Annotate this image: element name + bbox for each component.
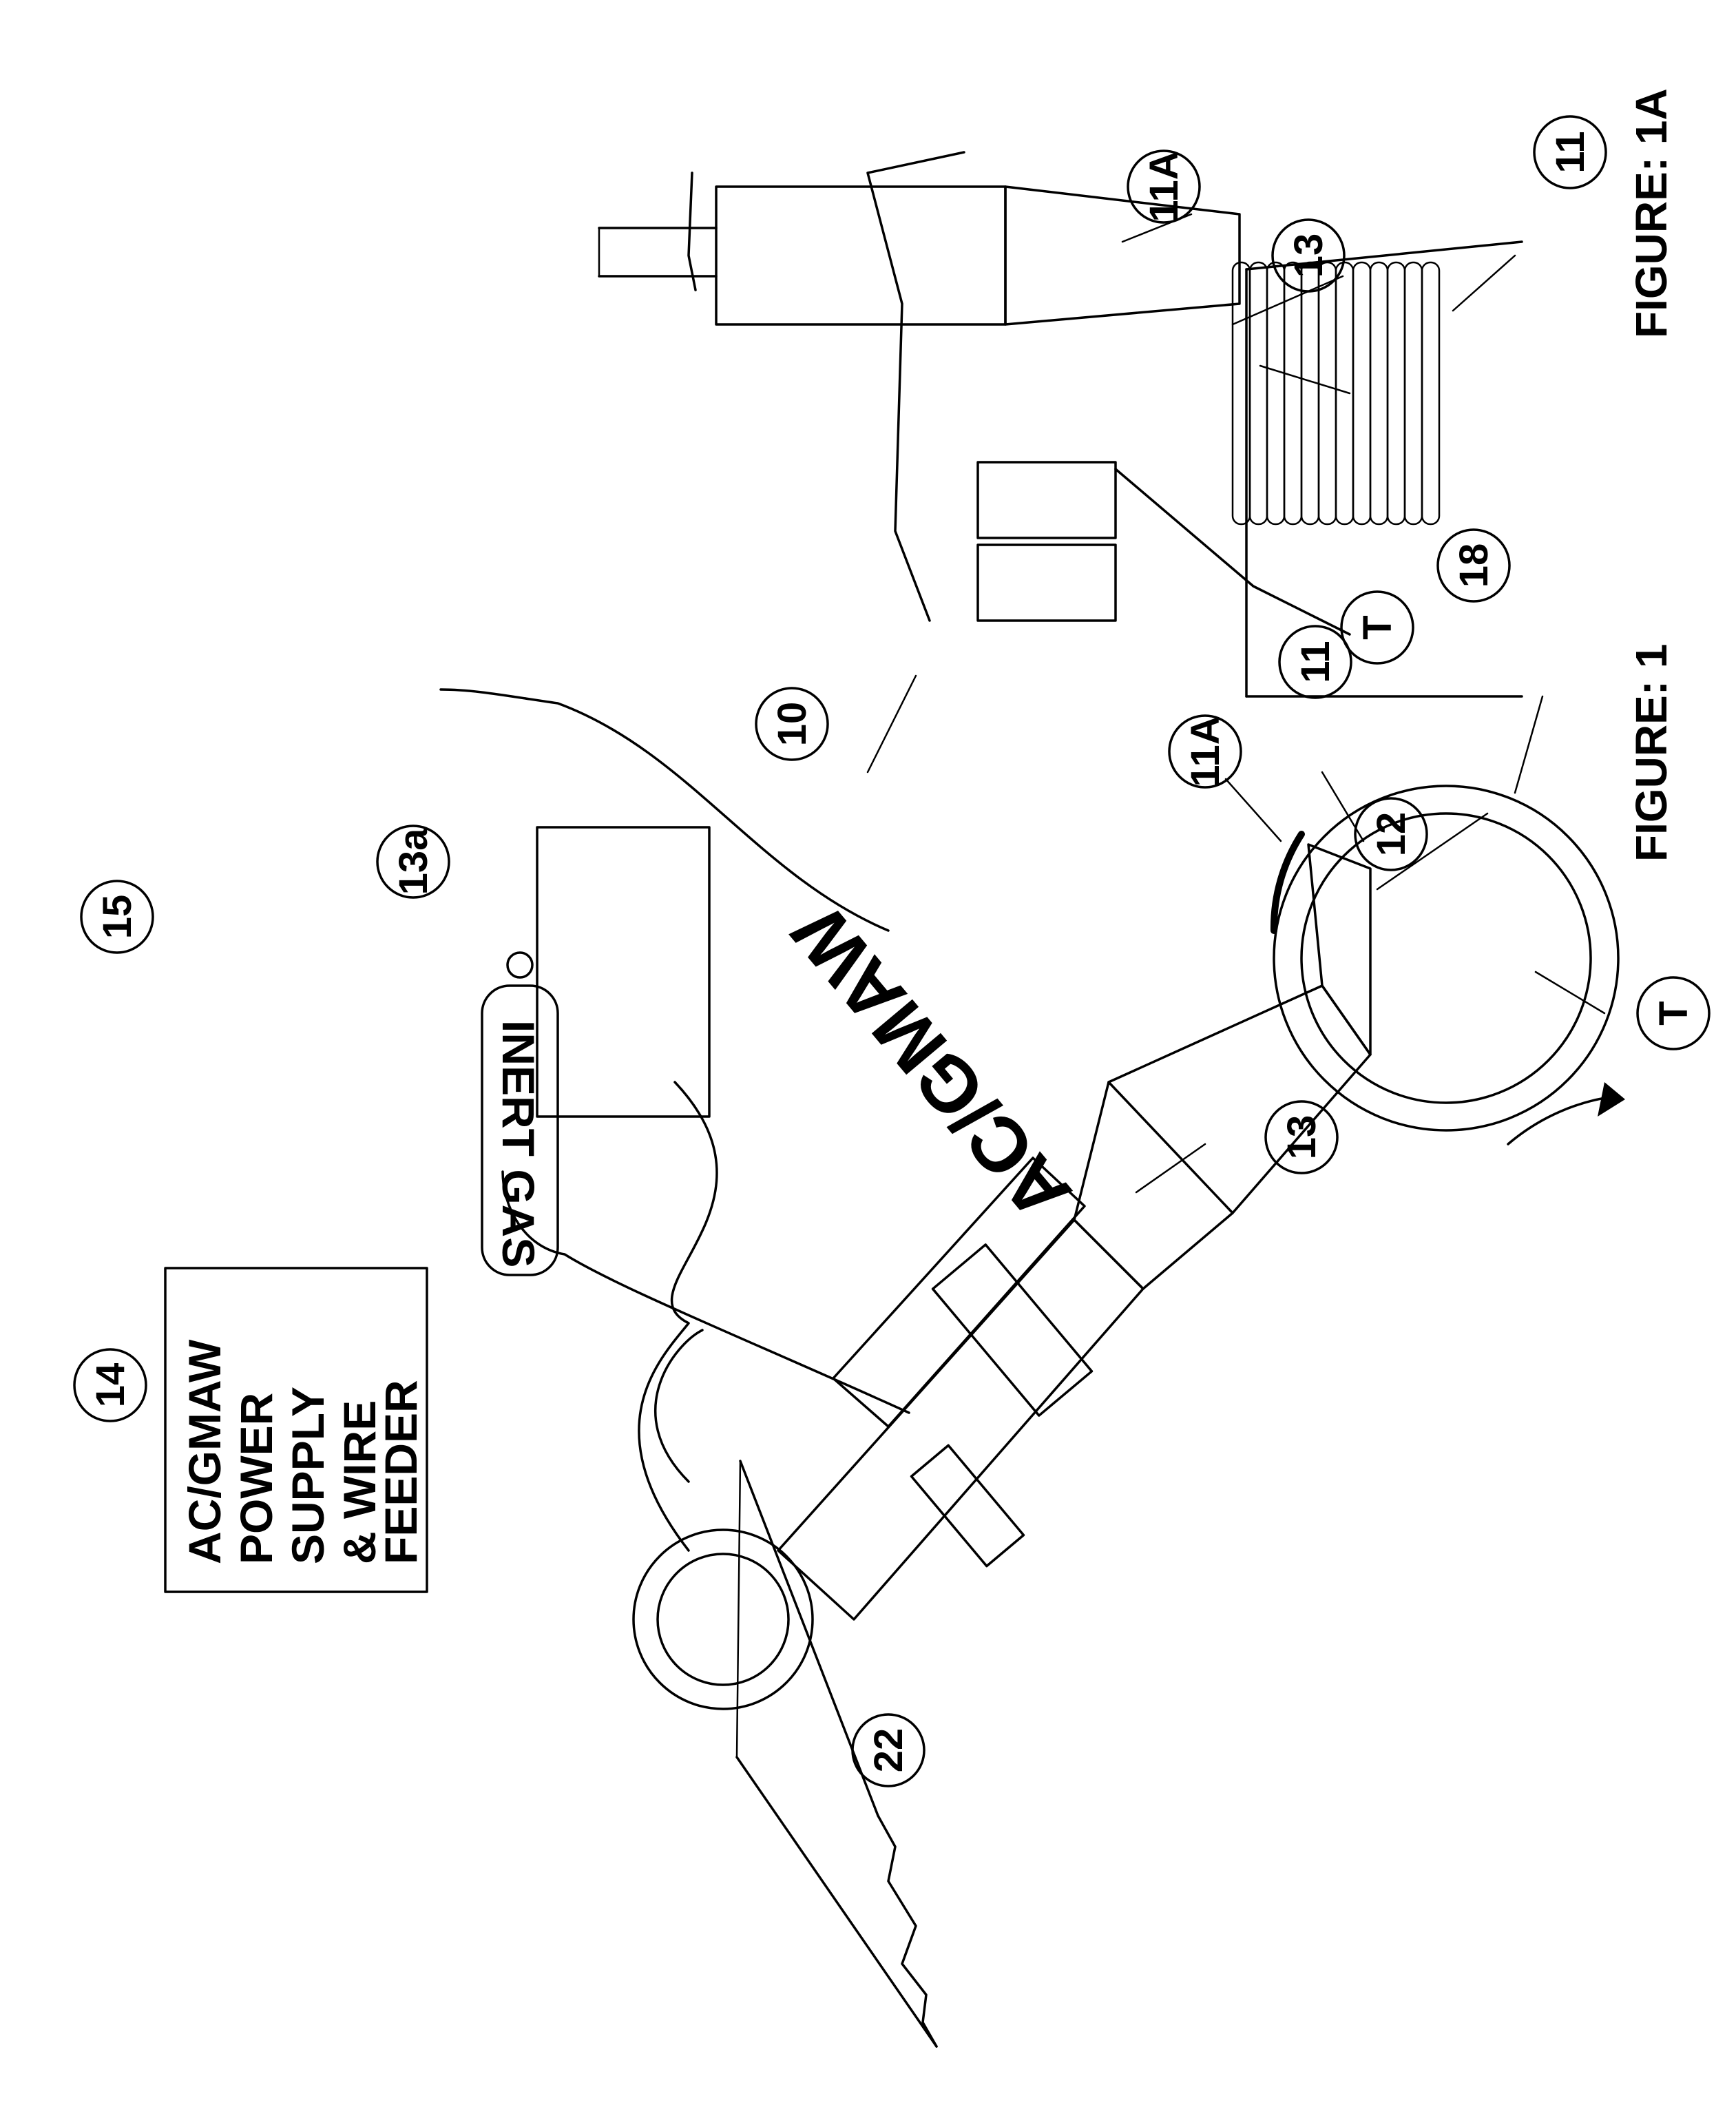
fig1a-weld-beads xyxy=(1233,262,1439,524)
arrow-head-icon xyxy=(1598,1082,1625,1117)
callout-12: 12 xyxy=(1355,798,1427,870)
callout-18: 18 xyxy=(1438,530,1509,601)
power-supply-line-2: POWER xyxy=(231,1393,282,1564)
rotated-drawing: AC/GMAW AC/GMAW POWER SUPPLY & WIRE FEED… xyxy=(74,88,1709,2046)
power-supply-line-1: AC/GMAW xyxy=(179,1339,230,1564)
svg-text:12: 12 xyxy=(1369,812,1414,857)
svg-text:11: 11 xyxy=(1548,131,1593,173)
fig1a-callout-11A: 11A xyxy=(1128,151,1200,222)
svg-text:T: T xyxy=(1355,615,1400,639)
figure-1a: 13 11A 11 T FIGURE: 1A xyxy=(599,88,1676,696)
fig1a-callout-13: 13 xyxy=(1273,220,1344,291)
welding-torch: AC/GMAW xyxy=(776,844,1370,1619)
callout-15: 15 xyxy=(81,881,153,953)
svg-text:13: 13 xyxy=(1286,234,1331,278)
figure-1: AC/GMAW AC/GMAW POWER SUPPLY & WIRE FEED… xyxy=(74,530,1709,2046)
svg-text:11A: 11A xyxy=(1142,151,1186,222)
svg-text:13a: 13a xyxy=(391,828,436,895)
fig1a-callout-11: 11 xyxy=(1534,116,1606,188)
controller-box-13a xyxy=(537,827,709,1117)
callout-T: T xyxy=(1638,977,1709,1049)
robot-joint-inner xyxy=(658,1554,788,1685)
svg-text:10: 10 xyxy=(770,702,815,747)
power-supply-line-5: FEEDER xyxy=(375,1380,426,1564)
callout-13a: 13a xyxy=(377,826,449,898)
svg-text:11: 11 xyxy=(1293,641,1338,683)
svg-text:13: 13 xyxy=(1279,1115,1324,1160)
svg-text:T: T xyxy=(1651,1001,1696,1025)
svg-text:14: 14 xyxy=(88,1363,133,1408)
tube-inner xyxy=(1301,813,1591,1103)
callout-14: 14 xyxy=(74,1349,146,1421)
svg-text:11A: 11A xyxy=(1183,716,1228,787)
svg-text:15: 15 xyxy=(95,895,140,940)
callout-11: 11 xyxy=(1279,626,1351,698)
fig1a-callout-T: T xyxy=(1341,592,1413,663)
svg-text:18: 18 xyxy=(1452,543,1496,588)
figure-1a-caption: FIGURE: 1A xyxy=(1627,88,1676,338)
torch-label: AC/GMAW xyxy=(776,889,1087,1237)
callout-10: 10 xyxy=(756,688,828,760)
figure-1-caption: FIGURE: 1 xyxy=(1627,644,1676,862)
power-supply-line-3: SUPPLY xyxy=(282,1387,333,1564)
svg-text:22: 22 xyxy=(866,1728,911,1773)
callout-13: 13 xyxy=(1266,1101,1337,1173)
callout-11A: 11A xyxy=(1169,716,1241,787)
power-supply-box: AC/GMAW POWER SUPPLY & WIRE FEEDER xyxy=(165,1268,427,1592)
tube-outer xyxy=(1274,786,1618,1130)
fig1a-clamp xyxy=(978,462,1350,634)
callout-22: 22 xyxy=(853,1714,924,1786)
inert-gas-cylinder: INERT GAS xyxy=(482,953,558,1275)
cylinder-valve-icon xyxy=(508,953,532,977)
